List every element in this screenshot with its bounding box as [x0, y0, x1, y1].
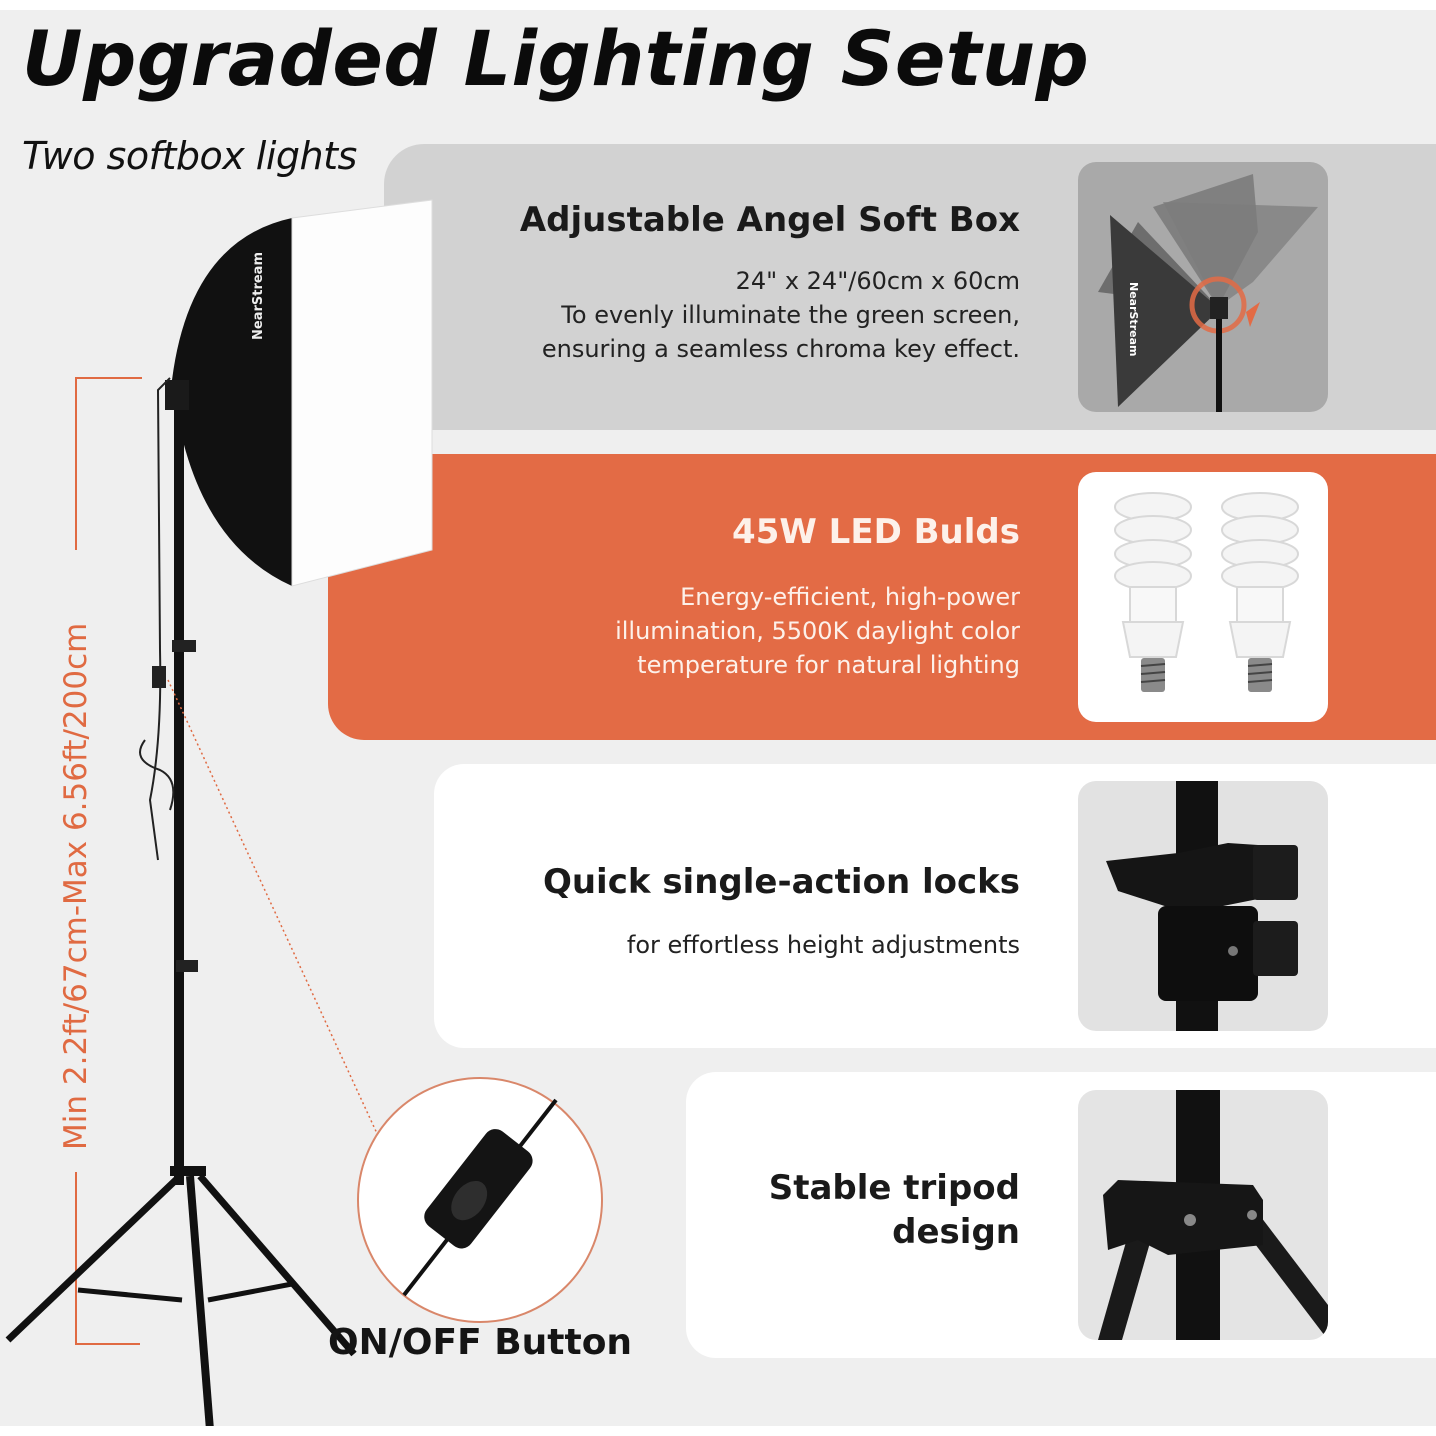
feature-text-tripod: Stable tripod design [769, 1166, 1020, 1254]
spiral-bulb-icon [1114, 492, 1299, 692]
product-infographic: Upgraded Lighting Setup Two softbox ligh… [0, 10, 1436, 1426]
switch-callout-label: ON/OFF Button [328, 1322, 633, 1363]
feature-desc-line: To evenly illuminate the green screen, [561, 301, 1020, 330]
rotating-softbox-icon: NearStream [1098, 174, 1318, 412]
brand-logo-text: NearStream [251, 252, 266, 340]
svg-text:NearStream: NearStream [1127, 282, 1140, 356]
feature-desc-line: Energy-efficient, high-power [680, 583, 1020, 612]
softbox-stand-illustration: NearStream [5, 199, 603, 1426]
lock-clamp-icon [1106, 781, 1298, 1031]
feature-desc-line: 24" x 24"/60cm x 60cm [735, 267, 1020, 296]
feature-desc-line: ensuring a seamless chroma key effect. [541, 335, 1020, 364]
height-range-label: Min 2.2ft/67cm-Max 6.56ft/200cm [58, 622, 94, 1150]
feature-heading: Adjustable Angel Soft Box [519, 200, 1020, 240]
led-bulbs-image [1078, 472, 1328, 722]
feature-desc-line: temperature for natural lighting [637, 651, 1020, 680]
feature-desc-line: for effortless height adjustments [626, 931, 1020, 960]
feature-text-bulbs: 45W LED Bulds Energy-efficient, high-pow… [615, 510, 1020, 682]
feature-text-locks: Quick single-action locks for effortless… [543, 860, 1020, 962]
feature-text-softbox: Adjustable Angel Soft Box 24" x 24"/60cm… [520, 198, 1020, 366]
page-subtitle: Two softbox lights [22, 134, 357, 178]
page-title: Upgraded Lighting Setup [22, 14, 1090, 103]
feature-heading: Stable tripod [768, 1168, 1020, 1208]
softbox-rotation-image: NearStream [1078, 162, 1328, 412]
quick-lock-image [1078, 781, 1328, 1031]
height-dimension-bracket [75, 377, 142, 1345]
feature-heading: 45W LED Bulds [732, 512, 1020, 552]
tripod-joint-image [1078, 1090, 1328, 1340]
inline-switch-icon [152, 666, 166, 688]
feature-heading: Quick single-action locks [542, 862, 1020, 902]
tripod-joint-icon [1098, 1090, 1328, 1340]
feature-heading: design [892, 1212, 1020, 1253]
feature-desc-line: illumination, 5500K daylight color [615, 617, 1020, 646]
